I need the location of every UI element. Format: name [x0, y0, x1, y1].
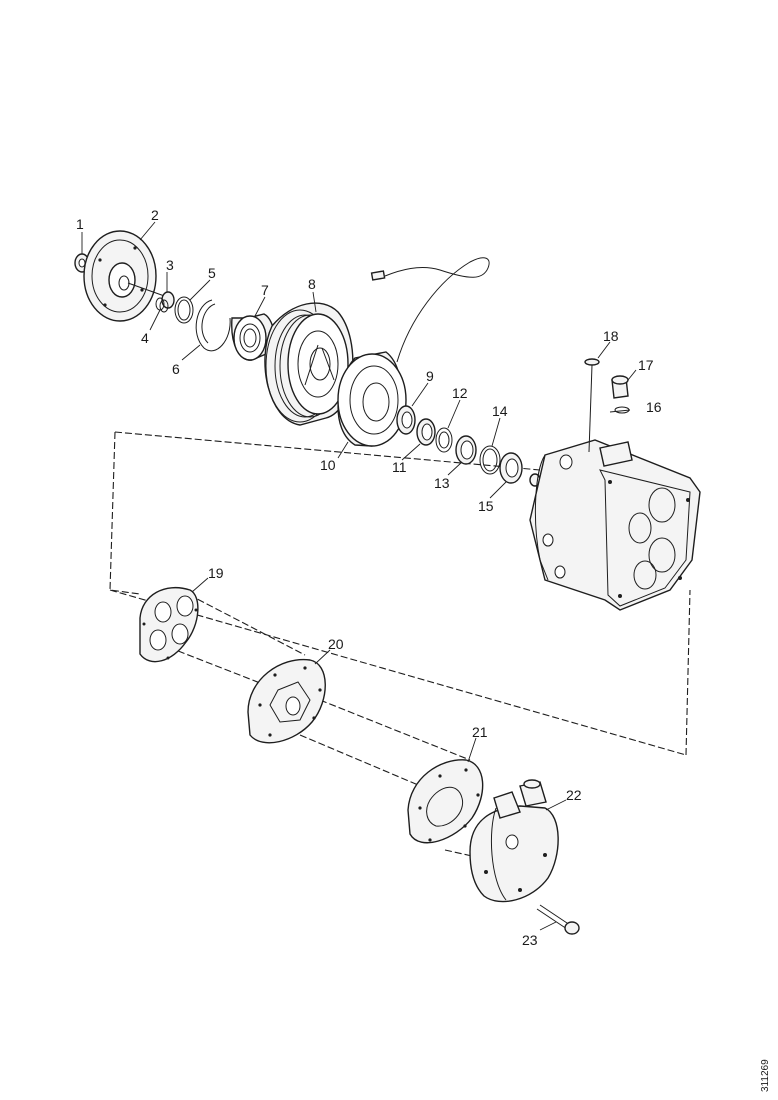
label-part-12: 12: [452, 385, 468, 401]
label-part-4: 4: [141, 330, 149, 346]
part-14-o-ring: [479, 445, 501, 475]
coil-wire: [370, 257, 490, 363]
part-23-bolt: [536, 904, 580, 935]
label-part-16: 16: [646, 399, 662, 415]
label-part-21: 21: [472, 724, 488, 740]
part-10-field-coil: [337, 351, 407, 447]
part-labels: 1 2 3 4 5 6 7 8 9 10 11 12 13 14 15 16 1…: [76, 207, 662, 948]
part-5-snap-ring: [174, 296, 194, 324]
part-17-oil-plug: [611, 375, 629, 399]
label-part-2: 2: [151, 207, 159, 223]
part-11-seal: [416, 418, 436, 446]
label-part-14: 14: [492, 403, 508, 419]
label-part-10: 10: [320, 457, 336, 473]
label-part-3: 3: [166, 257, 174, 273]
part-22-cylinder-head: [469, 779, 559, 903]
label-part-15: 15: [478, 498, 494, 514]
label-part-19: 19: [208, 565, 224, 581]
label-part-8: 8: [308, 276, 316, 292]
label-part-17: 17: [638, 357, 654, 373]
part-20-valve-plate: [247, 658, 326, 744]
part-12-ring: [435, 427, 453, 453]
label-part-6: 6: [172, 361, 180, 377]
label-part-23: 23: [522, 932, 538, 948]
part-21-head-gasket: [407, 759, 484, 844]
part-2-clutch-plate: [83, 230, 157, 322]
label-part-22: 22: [566, 787, 582, 803]
label-part-11: 11: [392, 459, 407, 475]
leader-lines: [81, 221, 637, 931]
label-part-7: 7: [261, 282, 269, 298]
part-15-retainer: [499, 452, 523, 484]
part-6-circlip: [195, 299, 231, 352]
label-part-13: 13: [434, 475, 450, 491]
label-part-9: 9: [426, 368, 434, 384]
part-18-screw: [584, 358, 600, 453]
part-13-seal-seat: [455, 435, 477, 465]
label-part-1: 1: [76, 216, 84, 232]
part-9-washer: [396, 405, 416, 435]
drawing-reference-number: 311269: [760, 1059, 771, 1092]
label-part-5: 5: [208, 265, 216, 281]
part-8-pulley: [264, 302, 354, 426]
compressor-body: [529, 439, 701, 611]
label-part-20: 20: [328, 636, 344, 652]
part-19-gasket: [139, 586, 199, 663]
label-part-18: 18: [603, 328, 619, 344]
